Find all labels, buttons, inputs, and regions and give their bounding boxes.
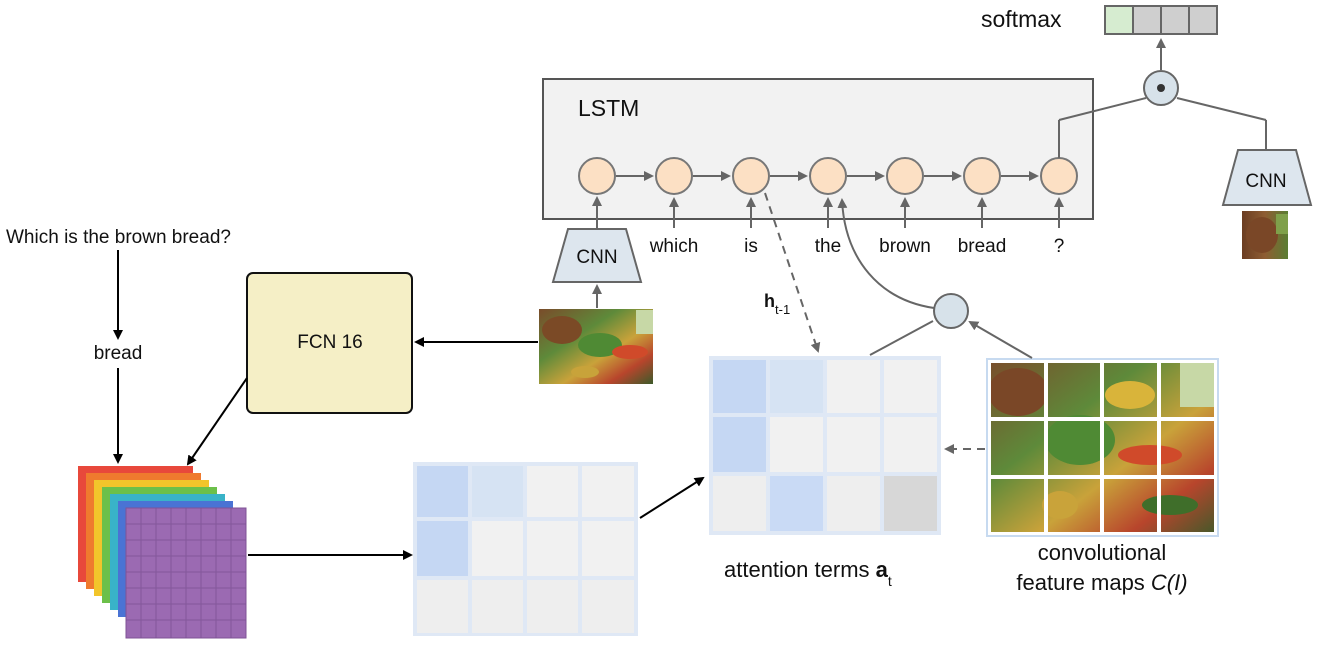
- feature-maps-image: [986, 358, 1219, 537]
- lstm-label: LSTM: [578, 95, 639, 121]
- mask-attention-grid: [413, 462, 638, 636]
- hidden-state-label: ht-1: [764, 291, 790, 317]
- attention-label: attention terms at: [724, 557, 892, 589]
- fcn-box: [246, 272, 413, 414]
- attention-terms-grid: [709, 356, 941, 535]
- cnn-right-label: CNN: [1245, 171, 1286, 192]
- token-label: is: [744, 236, 758, 257]
- lstm-node: [732, 157, 770, 195]
- input-image: [539, 309, 653, 384]
- attention-combine-node: [933, 293, 969, 329]
- token-label: brown: [879, 236, 931, 257]
- combine-to-lstm-arrow: [837, 198, 935, 309]
- question-text: Which is the brown bread?: [6, 227, 231, 248]
- cnn-encoder: [551, 228, 643, 283]
- segmentation-mask-stack: [78, 466, 247, 639]
- token-label: the: [815, 236, 841, 257]
- grid-to-attention-arrow: [639, 476, 705, 519]
- attention-to-combine-line: [869, 320, 934, 356]
- fcn-to-stack-arrow: [186, 377, 248, 466]
- feature-label-line2: feature maps C(I): [1016, 570, 1187, 595]
- lstm-node: [1040, 157, 1078, 195]
- lstm-node: [655, 157, 693, 195]
- answer-thumbnail-image: [1242, 211, 1288, 259]
- lstm-node: [963, 157, 1001, 195]
- softmax-label: softmax: [981, 6, 1062, 32]
- lstm-box: [542, 78, 1094, 220]
- fcn-label: FCN 16: [297, 332, 362, 353]
- lstm-node: [809, 157, 847, 195]
- token-label: which: [649, 236, 699, 257]
- lstm-node: [578, 157, 616, 195]
- cnn-right-encoder: [1221, 149, 1313, 206]
- softmax-output: [1104, 5, 1218, 35]
- features-to-combine-arrow: [968, 320, 1033, 359]
- lstm-output-line: [1058, 97, 1147, 121]
- token-label: bread: [958, 236, 1007, 257]
- cnn-label: CNN: [576, 247, 617, 268]
- feature-label-line1: convolutional: [1038, 540, 1166, 565]
- lstm-node: [886, 157, 924, 195]
- token-label: ?: [1054, 236, 1065, 257]
- token-input-arrows: [669, 197, 1064, 228]
- cnn-output-line: [1176, 97, 1267, 121]
- answer-word: bread: [94, 343, 143, 364]
- dot-product-icon: [1157, 84, 1165, 92]
